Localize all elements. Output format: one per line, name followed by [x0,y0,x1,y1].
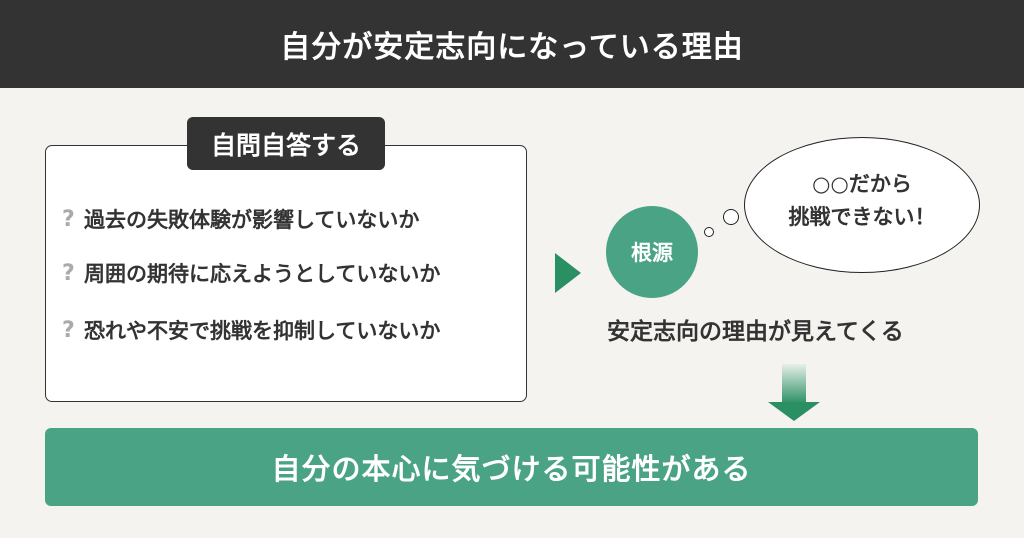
question-mark-icon: ? [62,260,75,286]
question-item: ? 恐れや不安で挑戦を抑制していないか [62,313,440,347]
thought-dot-small-icon [704,227,714,237]
thought-dot-medium-icon [723,209,739,225]
header-bar: 自分が安定志向になっている理由 [0,0,1024,88]
page-title: 自分が安定志向になっている理由 [280,30,744,65]
result-banner: 自分の本心に気づける可能性がある [45,428,978,506]
result-text: 自分の本心に気づける可能性がある [271,452,752,486]
self-question-box [45,145,527,402]
question-item: ? 過去の失敗体験が影響していないか [62,202,419,236]
thought-line-1: ○○だから [812,172,912,196]
question-text: 周囲の期待に応えようとしていないか [84,262,441,286]
reason-visible-text: 安定志向の理由が見えてくる [607,319,904,345]
right-arrow-icon [555,253,581,293]
question-mark-icon: ? [62,317,75,343]
thought-bubble: ○○だから 挑戦できない！ [744,137,980,273]
thought-line-2: 挑戦できない！ [788,205,936,229]
question-mark-icon: ? [62,206,75,232]
question-text: 過去の失敗体験が影響していないか [84,208,420,232]
root-cause-label: 根源 [631,241,673,265]
root-cause-circle: 根源 [606,206,698,298]
self-question-label: 自問自答する [187,117,385,170]
question-text: 恐れや不安で挑戦を抑制していないか [84,319,441,343]
question-item: ? 周囲の期待に応えようとしていないか [62,256,440,290]
down-arrow-icon [768,364,820,421]
